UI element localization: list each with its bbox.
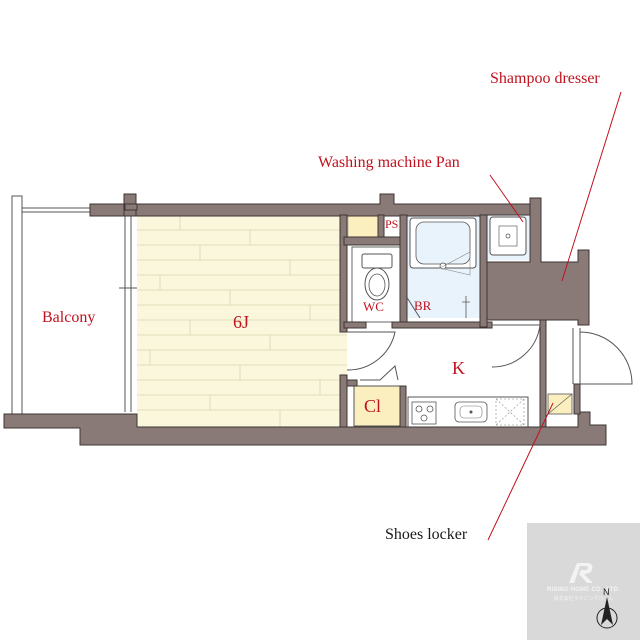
label-ps: PS [385, 217, 399, 231]
label-shoes-locker: Shoes locker [385, 526, 468, 543]
room-6j-floor [137, 215, 347, 427]
label-washing-machine-pan: Washing machine Pan [318, 154, 460, 171]
balcony [11, 195, 137, 419]
wc-room [344, 246, 401, 323]
ps-space [347, 214, 379, 238]
br-room [406, 215, 480, 318]
doors [346, 295, 633, 385]
kitchen-counter [407, 396, 529, 428]
logo-company-name: RISING HOME CO., LTD. [546, 587, 621, 593]
label-balcony: Balcony [42, 309, 96, 326]
label-k: K [452, 358, 465, 378]
shoes-locker [547, 393, 573, 415]
company-logo: RISING HOME CO., LTD. 株式会社ライジングホーム [527, 523, 640, 640]
label-room-6j: 6J [233, 312, 250, 332]
north-arrow-icon: N [596, 587, 618, 629]
logo-company-sub: 株式会社ライジングホーム [553, 596, 614, 602]
washing-machine-pan [487, 215, 529, 260]
leader-lines [487, 91, 622, 541]
label-shampoo-dresser: Shampoo dresser [490, 70, 600, 87]
compass-north-label: N [603, 587, 610, 597]
label-br: BR [414, 298, 432, 313]
walls [3, 193, 607, 446]
label-cl: Cl [364, 396, 382, 416]
label-wc: WC [363, 299, 384, 314]
logo-mark-icon [569, 563, 593, 583]
